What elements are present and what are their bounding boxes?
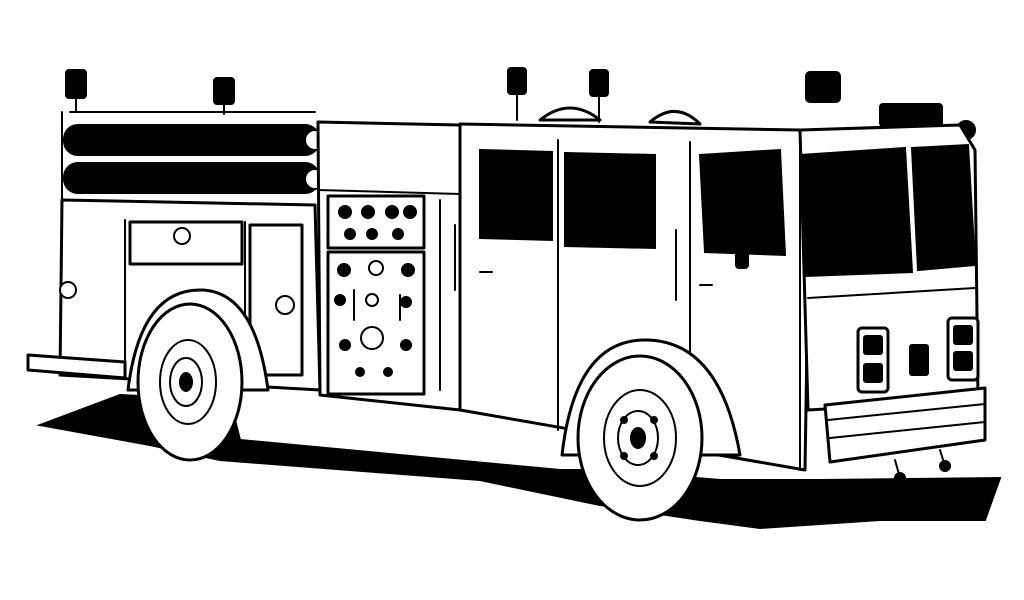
cab-light-2 <box>589 69 609 97</box>
rear-compartment-door <box>128 220 244 266</box>
cab-window-2 <box>564 151 656 250</box>
windshield-right <box>910 143 977 272</box>
side-mirror <box>735 167 761 269</box>
windshield-left <box>798 146 914 278</box>
rear-knob <box>59 281 77 299</box>
hose-upper <box>63 124 320 156</box>
cab-window-1 <box>479 148 553 242</box>
rear-lights <box>65 69 235 115</box>
cab-light-1 <box>507 67 527 95</box>
rear-step <box>26 353 127 380</box>
gauge-panel <box>326 194 426 250</box>
ground-shadow <box>36 393 1002 530</box>
light-1 <box>65 69 87 99</box>
door-knob <box>275 295 295 315</box>
front-bumper <box>823 386 987 484</box>
front-cab <box>798 123 980 412</box>
hose-bed <box>61 111 326 201</box>
pump-panel <box>316 120 462 412</box>
main-pressure-gauge <box>360 326 384 350</box>
hose-lower <box>63 162 320 194</box>
compartment-knob <box>173 227 191 245</box>
center-grille <box>909 344 929 376</box>
front-grille <box>856 316 980 394</box>
beacon-light <box>805 71 841 103</box>
light-bar <box>879 103 943 127</box>
front-wheel <box>576 354 704 522</box>
rear-wheel <box>136 302 244 462</box>
light-2 <box>213 77 235 105</box>
